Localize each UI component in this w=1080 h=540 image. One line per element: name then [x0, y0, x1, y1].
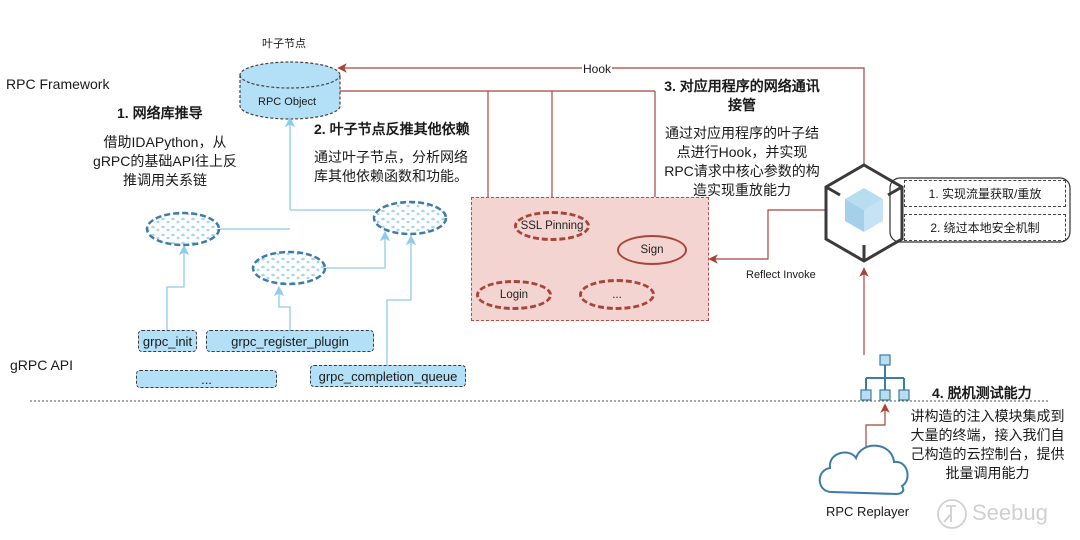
step3-desc-line: RPC请求中核心参数的构 [664, 163, 820, 179]
leaf-node-caption: 叶子节点 [262, 38, 306, 50]
layer-label-rpc-framework: RPC Framework [6, 76, 110, 92]
dependency-node-3[interactable] [372, 200, 448, 236]
step3-desc-line: 点进行Hook，并实现 [676, 144, 808, 160]
step4-desc-line: 己构造的云控制台，提供 [910, 446, 1065, 462]
step2-title: 2. 叶子节点反推其他依赖 [314, 121, 470, 137]
layer-label-grpc-api: gRPC API [10, 357, 74, 373]
api-more[interactable]: ... [136, 370, 277, 388]
step3-desc-line: 造实现重放能力 [693, 182, 791, 198]
hook-edge-label: Hook [582, 62, 613, 76]
app-func-ssl-pinning[interactable]: SSL Pinning [514, 211, 590, 241]
step2-desc-line: 库其他依赖函数和功能。 [314, 168, 468, 184]
api-grpc-completion-queue[interactable]: grpc_completion_queue [310, 365, 466, 387]
seebug-watermark: Seebug [972, 500, 1048, 525]
app-func-login[interactable]: Login [476, 280, 552, 310]
api-grpc-register-plugin[interactable]: grpc_register_plugin [206, 330, 374, 352]
step1-desc: 借助IDAPython，从 gRPC的基础API往上反 推调用关系链 [80, 133, 250, 190]
step2-desc: 通过叶子节点，分析网络 库其他依赖函数和功能。 [314, 148, 484, 186]
rpc-replayer-label: RPC Replayer [826, 504, 910, 519]
blue-dependency-edges [166, 116, 417, 367]
step4-title: 4. 脱机测试能力 [932, 385, 1032, 401]
feature-traffic-replay: 1. 实现流量获取/重放 [904, 180, 1066, 207]
dependency-node-2[interactable] [251, 250, 327, 286]
api-grpc-init[interactable]: grpc_init [138, 330, 197, 352]
reflect-invoke-label: Reflect Invoke [746, 269, 816, 281]
app-func-sign[interactable]: Sign [617, 235, 687, 265]
feature-bypass-security: 2. 绕过本地安全机制 [904, 214, 1066, 241]
step3-desc: 通过对应用程序的叶子结 点进行Hook，并实现 RPC请求中核心参数的构 造实现… [652, 124, 832, 200]
step3-desc-line: 通过对应用程序的叶子结 [665, 125, 819, 141]
step4-desc-line: 批量调用能力 [945, 465, 1030, 481]
step3-title-line: 接管 [728, 97, 756, 113]
dependency-node-1[interactable] [145, 211, 221, 247]
step4-desc-line: 讲构造的注入模块集成到 [910, 408, 1065, 424]
step1-desc-line: 借助IDAPython，从 [103, 134, 227, 150]
step4-desc-line: 大量的终端，接入我们自 [910, 427, 1065, 443]
step1-desc-line: gRPC的基础API往上反 [93, 153, 237, 169]
module-features-panel [889, 177, 1071, 243]
network-topology-icon [860, 354, 910, 401]
app-func-more[interactable]: ... [579, 279, 655, 310]
cloud-icon [818, 444, 909, 496]
rpc-object-cylinder[interactable] [239, 61, 341, 120]
step3-title: 3. 对应用程序的网络通讯 接管 [652, 77, 832, 115]
step2-desc-line: 通过叶子节点，分析网络 [314, 149, 468, 165]
seebug-logo-icon [937, 499, 967, 529]
injection-module-cube-icon[interactable] [824, 163, 904, 263]
step4-desc: 讲构造的注入模块集成到 大量的终端，接入我们自 己构造的云控制台，提供 批量调用… [900, 407, 1075, 483]
step1-title: 1. 网络库推导 [117, 105, 203, 121]
step1-desc-line: 推调用关系链 [123, 172, 207, 188]
step3-title-line: 3. 对应用程序的网络通讯 [664, 78, 820, 94]
rpc-object-label: RPC Object [258, 96, 317, 108]
